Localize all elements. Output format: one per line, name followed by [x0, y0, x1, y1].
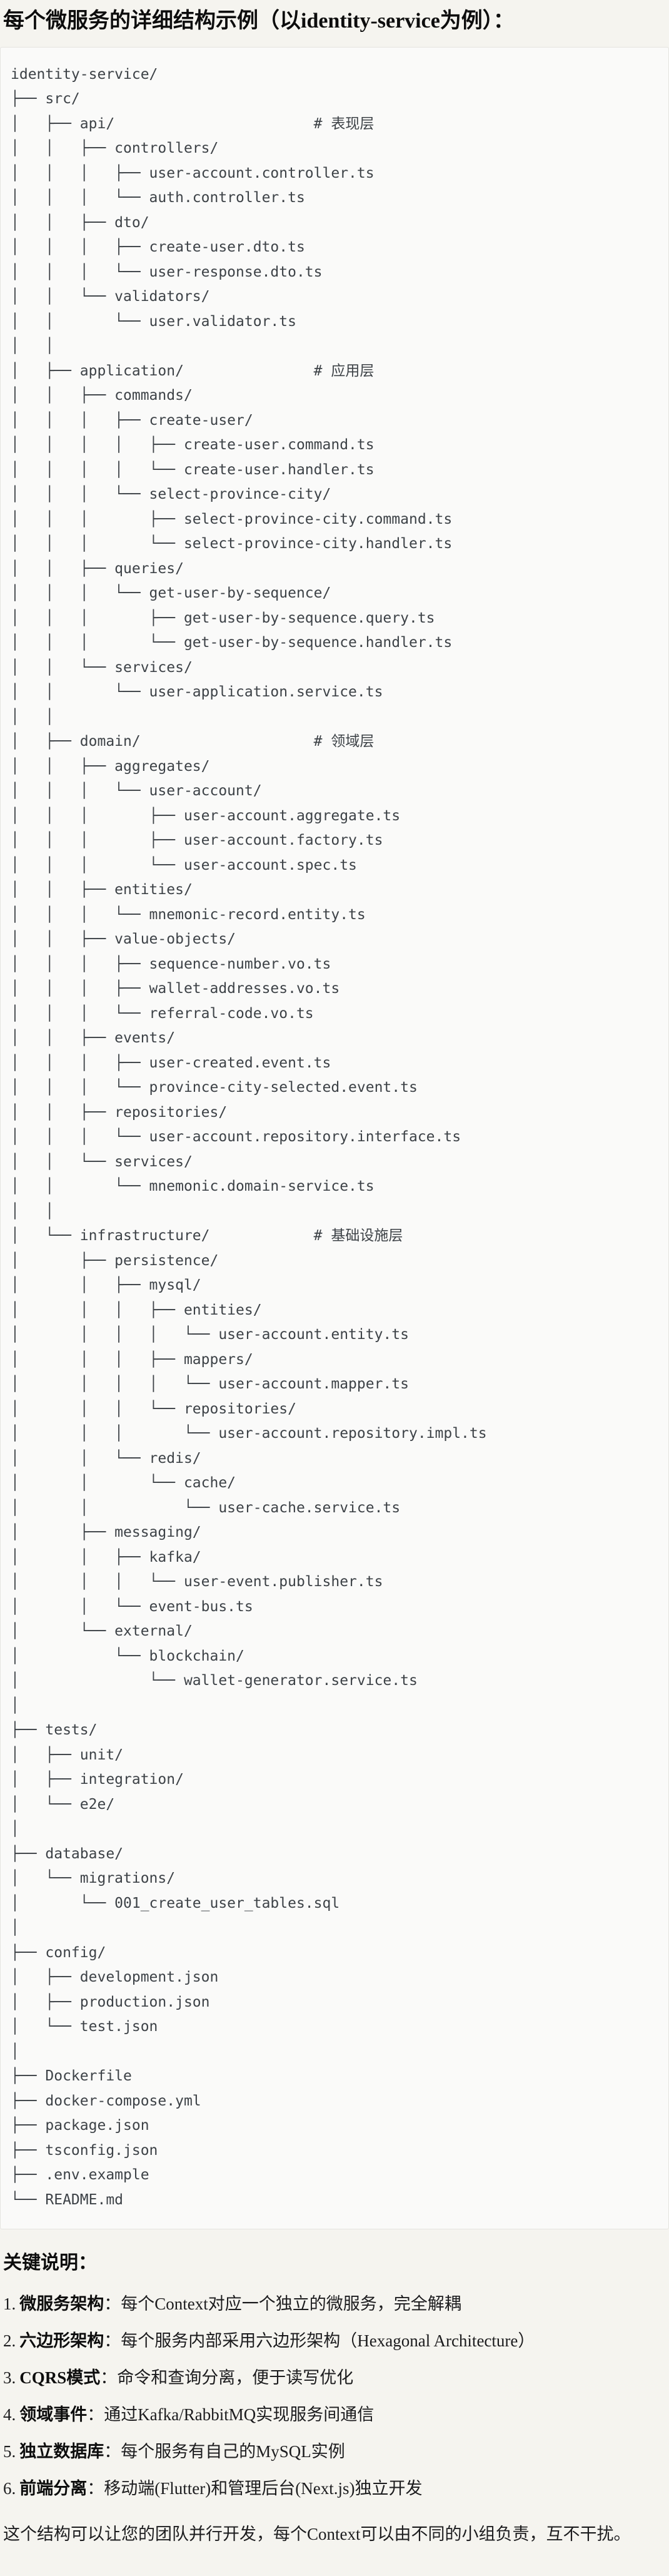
closing-paragraph: 这个结构可以让您的团队并行开发，每个Context可以由不同的小组负责，互不干扰… — [3, 2524, 631, 2543]
note-number: 2. — [3, 2331, 16, 2351]
note-item-hexagonal: 2.六边形架构：每个服务内部采用六边形架构（Hexagonal Architec… — [3, 2330, 664, 2352]
notes-heading: 关键说明： — [3, 2253, 97, 2273]
notes-section: 关键说明： 1.微服务架构：每个Context对应一个独立的微服务，完全解耦 2… — [0, 2229, 669, 2557]
note-desc: ：每个服务内部采用六边形架构（Hexagonal Architecture） — [104, 2331, 535, 2351]
note-term: 独立数据库 — [19, 2442, 104, 2461]
note-term: 领域事件 — [19, 2405, 88, 2425]
directory-tree: identity-service/ ├── src/ │ ├── api/ # … — [11, 66, 487, 2208]
note-desc: ：通过Kafka/RabbitMQ实现服务间通信 — [87, 2405, 375, 2425]
note-number: 5. — [3, 2442, 16, 2461]
note-number: 3. — [3, 2368, 16, 2388]
note-term: CQRS模式 — [19, 2368, 101, 2388]
notes-list: 1.微服务架构：每个Context对应一个独立的微服务，完全解耦 2.六边形架构… — [3, 2293, 664, 2500]
note-desc: ：移动端(Flutter)和管理后台(Next.js)独立开发 — [87, 2479, 423, 2498]
note-term: 六边形架构 — [19, 2331, 104, 2351]
note-number: 6. — [3, 2479, 16, 2498]
note-number: 1. — [3, 2294, 16, 2313]
note-term: 前端分离 — [19, 2479, 88, 2498]
code-block: identity-service/ ├── src/ │ ├── api/ # … — [0, 46, 669, 2229]
page-title: 每个微服务的详细结构示例（以identity-service为例）： — [3, 9, 515, 33]
note-desc: ：每个Context对应一个独立的微服务，完全解耦 — [104, 2294, 461, 2313]
note-item-microservice: 1.微服务架构：每个Context对应一个独立的微服务，完全解耦 — [3, 2293, 664, 2315]
note-item-cqrs: 3.CQRS模式：命令和查询分离，便于读写优化 — [3, 2367, 664, 2389]
note-desc: ：命令和查询分离，便于读写优化 — [100, 2368, 354, 2388]
note-term: 微服务架构 — [19, 2294, 104, 2313]
note-desc: ：每个服务有自己的MySQL实例 — [104, 2442, 345, 2461]
note-number: 4. — [3, 2405, 16, 2425]
note-item-domain-events: 4.领域事件：通过Kafka/RabbitMQ实现服务间通信 — [3, 2404, 664, 2426]
note-item-database: 5.独立数据库：每个服务有自己的MySQL实例 — [3, 2441, 664, 2463]
note-item-frontend: 6.前端分离：移动端(Flutter)和管理后台(Next.js)独立开发 — [3, 2478, 664, 2500]
